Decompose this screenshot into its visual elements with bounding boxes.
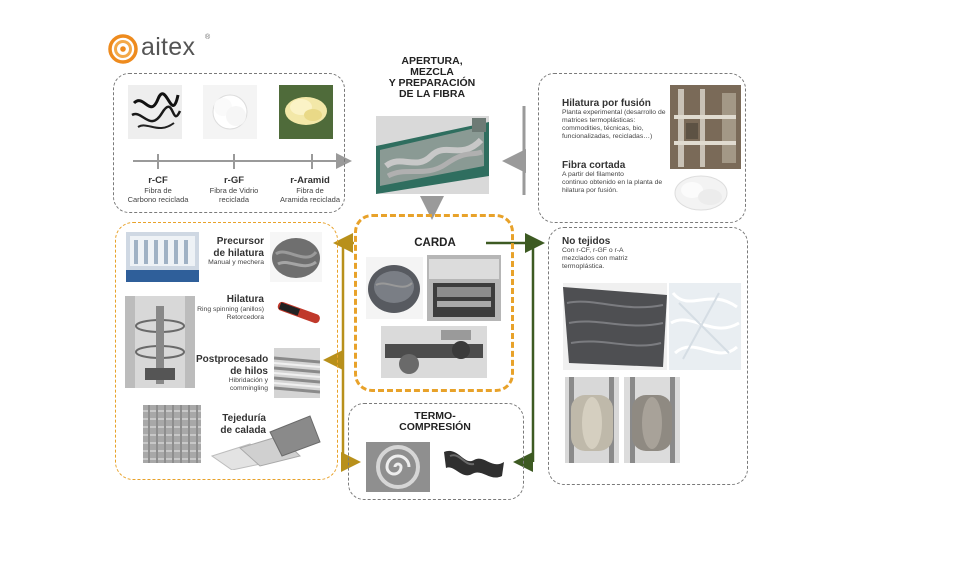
thermo-title-line: TERMO- [414, 410, 456, 422]
thermo-title-line: COMPRESIÓN [399, 421, 471, 434]
fiber-desc: Fibra de Vidrio [209, 186, 259, 195]
staple-fiber-title: Fibra cortada [562, 160, 626, 171]
carding-title: CARDA [414, 237, 456, 249]
brand-name: aitex [141, 33, 196, 61]
fiber-item: r-CF Fibra de Carbono reciclada [118, 175, 198, 204]
fibers-box [113, 73, 345, 213]
melt-spinning-title: Hilatura por fusión [562, 98, 651, 109]
process-desc: Retorcedora [226, 313, 264, 321]
staple-fiber-desc: continuo obtenido en la planta de [562, 179, 663, 187]
fiber-item: r-Aramid Fibra de Aramida reciclada [268, 175, 352, 204]
fiber-label: r-Aramid [290, 175, 330, 186]
process-title: Precursor [216, 236, 264, 247]
melt-spinning-desc: funcionalizadas, recicladas…) [562, 133, 653, 141]
carding-box [354, 214, 514, 392]
thermo-compression-title: TERMO- COMPRESIÓN [380, 410, 490, 434]
staple-fiber-text: Fibra cortada A partir del filamento con… [562, 160, 677, 195]
apertura-title-line: Y PREPARACIÓN [388, 77, 476, 90]
spiral-mold-image [366, 442, 430, 492]
fiber-label: r-CF [148, 175, 168, 186]
fusion-to-apertura-arrow [502, 106, 526, 195]
yarn-bobbin-image [273, 294, 327, 330]
apertura-title-line: MEZCLA [410, 66, 454, 79]
brand-registered-mark: ® [205, 34, 211, 41]
fiber-desc: Carbono reciclada [127, 195, 189, 204]
melt-spinning-text: Hilatura por fusión Planta experimental … [562, 98, 677, 142]
process-title: Postprocesado [196, 354, 269, 365]
aitex-logo: aitex ® [108, 33, 218, 64]
glass-fiber-image [203, 85, 257, 139]
fiber-desc: Aramida reciclada [279, 195, 341, 204]
carded-web-roll-image [366, 257, 423, 319]
process-item: Hilatura Ring spinning (anillos) Retorce… [192, 294, 264, 322]
fiber-desc: reciclada [218, 195, 249, 204]
process-title: de calada [220, 424, 266, 436]
nonwoven-roll-2-image [624, 377, 680, 463]
process-item: Postprocesado de hilos Hibridación y com… [196, 354, 268, 393]
process-item: Precursor de hilatura Manual y mechera [204, 236, 264, 267]
process-title: de hilatura [213, 247, 264, 259]
melt-spinning-box [538, 73, 746, 223]
staple-fiber-desc: A partir del filamento [562, 171, 624, 178]
glass-nonwoven-image [669, 283, 741, 370]
process-desc: Manual y mechera [208, 259, 264, 266]
staple-fiber-image [668, 170, 734, 216]
melt-spinning-desc: matrices termoplásticas: [562, 117, 636, 125]
process-desc: commingling [229, 385, 268, 393]
nonwovens-title: No tejidos [562, 236, 611, 247]
nonwoven-roll-1-image [565, 377, 619, 463]
melt-spinning-desc: commodities, técnicas, bio, [562, 125, 644, 133]
fiber-desc: Fibra de [144, 186, 172, 195]
apertura-title-line: DE LA FIBRA [398, 88, 466, 101]
nonwovens-desc: Con r-CF, r-GF o r-A [562, 247, 624, 254]
swirl-logo-icon [108, 34, 138, 64]
hybrid-yarn-image [274, 348, 320, 398]
nonwovens-desc: mezclados con matriz [562, 255, 628, 263]
melt-spinning-plant-image [670, 85, 741, 169]
nonwovens-box [548, 227, 748, 485]
sliver-coil-image [270, 232, 322, 282]
carbon-nonwoven-image [563, 283, 667, 370]
fiber-label: r-GF [223, 175, 245, 186]
process-title: Tejeduría [222, 413, 266, 424]
aramid-fiber-image [279, 85, 333, 139]
staple-fiber-desc: hilatura por fusión. [562, 187, 618, 195]
process-desc: Ring spinning (anillos) [197, 305, 264, 313]
process-title: Hilatura [226, 294, 264, 305]
ring-spinning-image [125, 296, 195, 388]
woven-samples-image [210, 412, 322, 470]
process-desc: Hibridación y [228, 377, 268, 384]
process-item: Tejeduría de calada [206, 413, 266, 436]
carda-to-processes-arrows [323, 233, 361, 472]
carding-machine-image [427, 255, 501, 321]
opening-machine-image [376, 116, 489, 194]
nonwovens-desc: termoplástica. [562, 263, 605, 271]
fiber-desc: Fibra de [296, 186, 324, 195]
carbon-fiber-image [128, 85, 182, 139]
woven-fabric-image [143, 405, 201, 463]
drawing-frame-image [126, 232, 199, 282]
fiber-item: r-GF Fibra de Vidrio reciclada [194, 175, 274, 204]
melt-spinning-desc: Planta experimental (desarrollo de [562, 109, 666, 116]
apertura-title: APERTURA, MEZCLA Y PREPARACIÓN DE LA FIB… [372, 55, 492, 101]
process-title: de hilos [230, 365, 268, 377]
carding-rollers-image [381, 326, 487, 378]
nonwovens-text: No tejidos Con r-CF, r-GF o r-A mezclado… [562, 236, 662, 271]
apertura-title-line: APERTURA, [401, 55, 463, 67]
fiber-timeline-arrow [133, 153, 352, 169]
yarn-processes-box [115, 222, 338, 480]
thermo-compression-box [348, 403, 524, 500]
composite-part-image [440, 442, 508, 484]
